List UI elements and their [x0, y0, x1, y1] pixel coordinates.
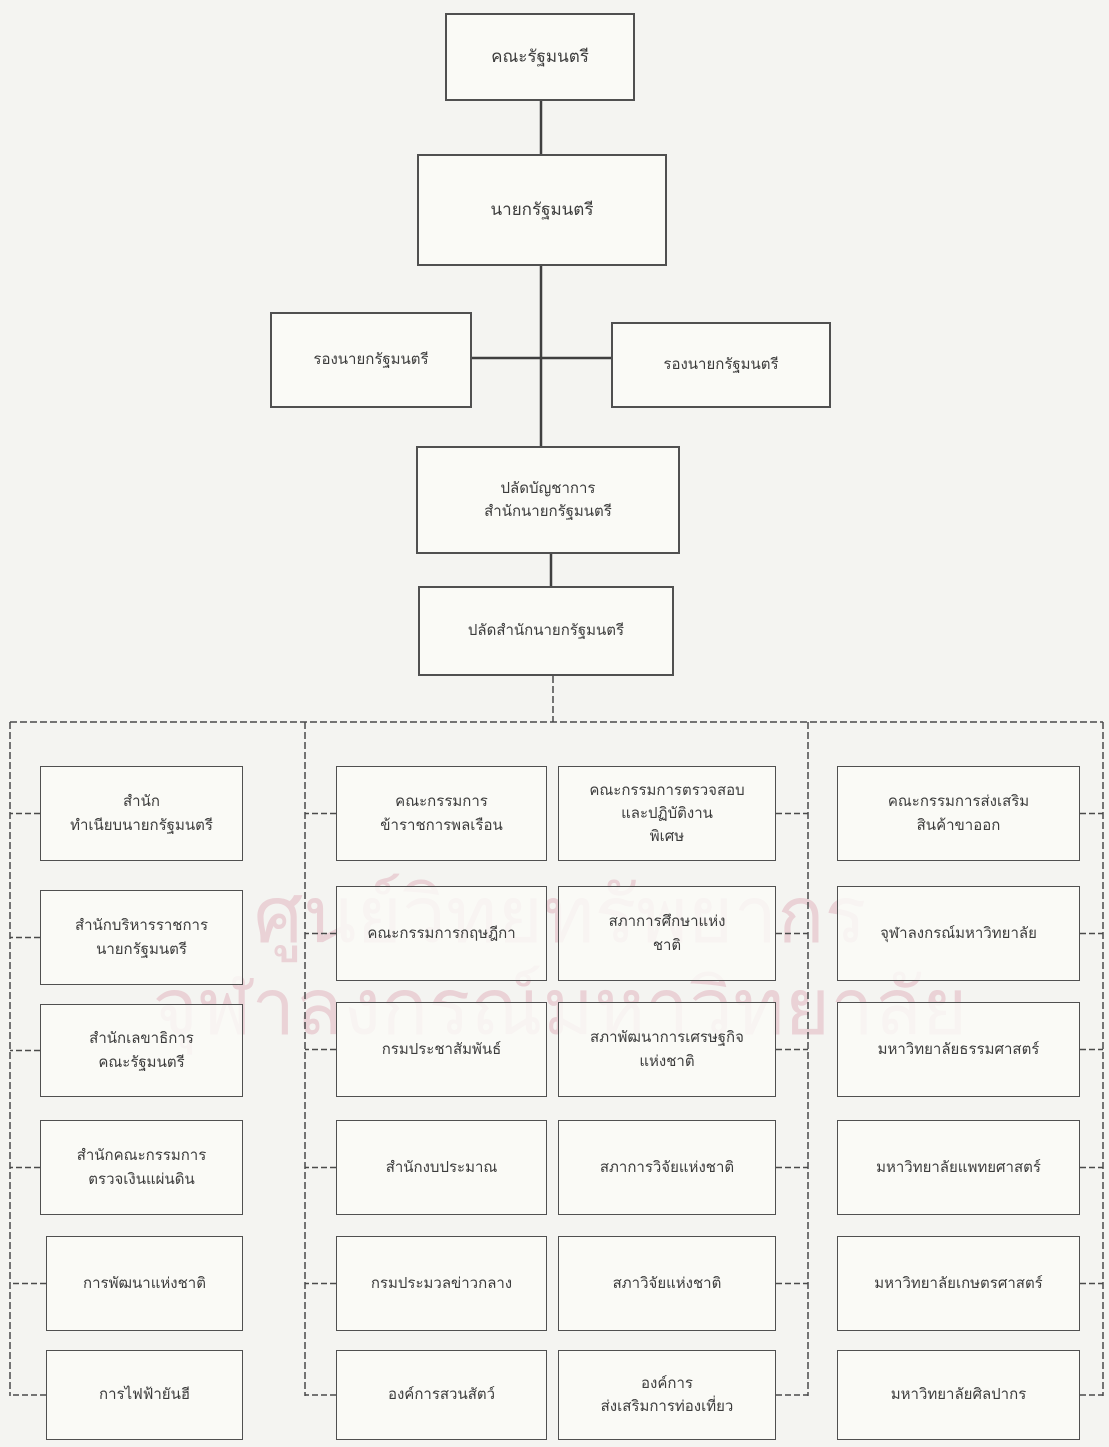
unit-col4-5: มหาวิทยาลัยเกษตรศาสตร์ [837, 1236, 1080, 1331]
cabinet-box: คณะรัฐมนตรี [445, 13, 635, 101]
unit-label: สำนัก ทำเนียบนายกรัฐมนตรี [70, 792, 213, 834]
unit-label: การพัฒนาแห่งชาติ [83, 1273, 206, 1292]
unit-col4-4: มหาวิทยาลัยแพทยศาสตร์ [837, 1120, 1080, 1215]
unit-label: สำนักบริหารราชการ นายกรัฐมนตรี [74, 916, 209, 958]
unit-col2-1: คณะกรรมการ ข้าราชการพลเรือน [336, 766, 547, 861]
unit-label: สภาพัฒนาการเศรษฐกิจ แห่งชาติ [590, 1028, 744, 1070]
unit-col1-4: สำนักคณะกรรมการ ตรวจเงินแผ่นดิน [40, 1120, 243, 1215]
unit-col3-5: สภาวิจัยแห่งชาติ [558, 1236, 776, 1331]
unit-label: มหาวิทยาลัยศิลปากร [890, 1385, 1027, 1404]
unit-col2-6: องค์การสวนสัตว์ [336, 1350, 547, 1440]
deputy-pm-right-box: รองนายกรัฐมนตรี [611, 322, 831, 408]
unit-col3-2: สภาการศึกษาแห่ง ชาติ [558, 886, 776, 981]
unit-label: มหาวิทยาลัยแพทยศาสตร์ [876, 1157, 1041, 1176]
unit-label: คณะกรรมการ ข้าราชการพลเรือน [380, 792, 503, 834]
unit-col3-1: คณะกรรมการตรวจสอบ และปฏิบัติงาน พิเศษ [558, 766, 776, 861]
unit-col4-3: มหาวิทยาลัยธรรมศาสตร์ [837, 1002, 1080, 1097]
unit-col4-1: คณะกรรมการส่งเสริม สินค้าขาออก [837, 766, 1080, 861]
unit-label: คณะกรรมการกฤษฎีกา [367, 923, 516, 942]
deputy-pm-left-box: รองนายกรัฐมนตรี [270, 312, 472, 408]
unit-label: สภาการศึกษาแห่ง ชาติ [608, 912, 726, 954]
director-box: ปลัดบัญชาการ สำนักนายกรัฐมนตรี [416, 446, 680, 554]
unit-col2-3: กรมประชาสัมพันธ์ [336, 1002, 547, 1097]
unit-label: สำนักเลขาธิการ คณะรัฐมนตรี [89, 1029, 194, 1071]
unit-label: กรมประมวลข่าวกลาง [370, 1273, 513, 1292]
unit-col4-6: มหาวิทยาลัยศิลปากร [837, 1350, 1080, 1440]
unit-col1-1: สำนัก ทำเนียบนายกรัฐมนตรี [40, 766, 243, 861]
unit-label: คณะกรรมการส่งเสริม สินค้าขาออก [887, 792, 1030, 834]
unit-label: มหาวิทยาลัยเกษตรศาสตร์ [874, 1273, 1043, 1292]
permanent-secretary-label: ปลัดสำนักนายกรัฐมนตรี [467, 621, 625, 640]
deputy-pm-left-label: รองนายกรัฐมนตรี [313, 350, 429, 369]
unit-label: สำนักงบประมาณ [385, 1157, 498, 1176]
deputy-pm-right-label: รองนายกรัฐมนตรี [663, 355, 779, 374]
unit-label: สภาวิจัยแห่งชาติ [612, 1273, 722, 1292]
unit-col3-3: สภาพัฒนาการเศรษฐกิจ แห่งชาติ [558, 1002, 776, 1097]
unit-label: สำนักคณะกรรมการ ตรวจเงินแผ่นดิน [76, 1146, 207, 1188]
unit-label: กรมประชาสัมพันธ์ [381, 1039, 502, 1058]
cabinet-label: คณะรัฐมนตรี [491, 46, 589, 67]
unit-label: สภาการวิจัยแห่งชาติ [599, 1157, 735, 1176]
unit-label: องค์การสวนสัตว์ [387, 1385, 496, 1404]
unit-col1-3: สำนักเลขาธิการ คณะรัฐมนตรี [40, 1004, 243, 1097]
unit-label: มหาวิทยาลัยธรรมศาสตร์ [877, 1039, 1040, 1058]
unit-col2-2: คณะกรรมการกฤษฎีกา [336, 886, 547, 981]
unit-label: การไฟฟ้ายันฮี [99, 1385, 190, 1404]
unit-col4-2: จุฬาลงกรณ์มหาวิทยาลัย [837, 886, 1080, 981]
unit-col3-4: สภาการวิจัยแห่งชาติ [558, 1120, 776, 1215]
unit-col2-5: กรมประมวลข่าวกลาง [336, 1236, 547, 1331]
unit-col1-5: การพัฒนาแห่งชาติ [46, 1236, 243, 1331]
unit-col3-6: องค์การ ส่งเสริมการท่องเที่ยว [558, 1350, 776, 1440]
unit-label: จุฬาลงกรณ์มหาวิทยาลัย [880, 923, 1037, 942]
unit-label: คณะกรรมการตรวจสอบ และปฏิบัติงาน พิเศษ [589, 780, 745, 846]
prime-minister-box: นายกรัฐมนตรี [417, 154, 667, 266]
prime-minister-label: นายกรัฐมนตรี [490, 199, 594, 220]
unit-col1-2: สำนักบริหารราชการ นายกรัฐมนตรี [40, 890, 243, 985]
permanent-secretary-box: ปลัดสำนักนายกรัฐมนตรี [418, 586, 674, 676]
unit-col2-4: สำนักงบประมาณ [336, 1120, 547, 1215]
director-label: ปลัดบัญชาการ สำนักนายกรัฐมนตรี [484, 478, 612, 520]
unit-col1-6: การไฟฟ้ายันฮี [46, 1350, 243, 1440]
unit-label: องค์การ ส่งเสริมการท่องเที่ยว [600, 1373, 734, 1415]
